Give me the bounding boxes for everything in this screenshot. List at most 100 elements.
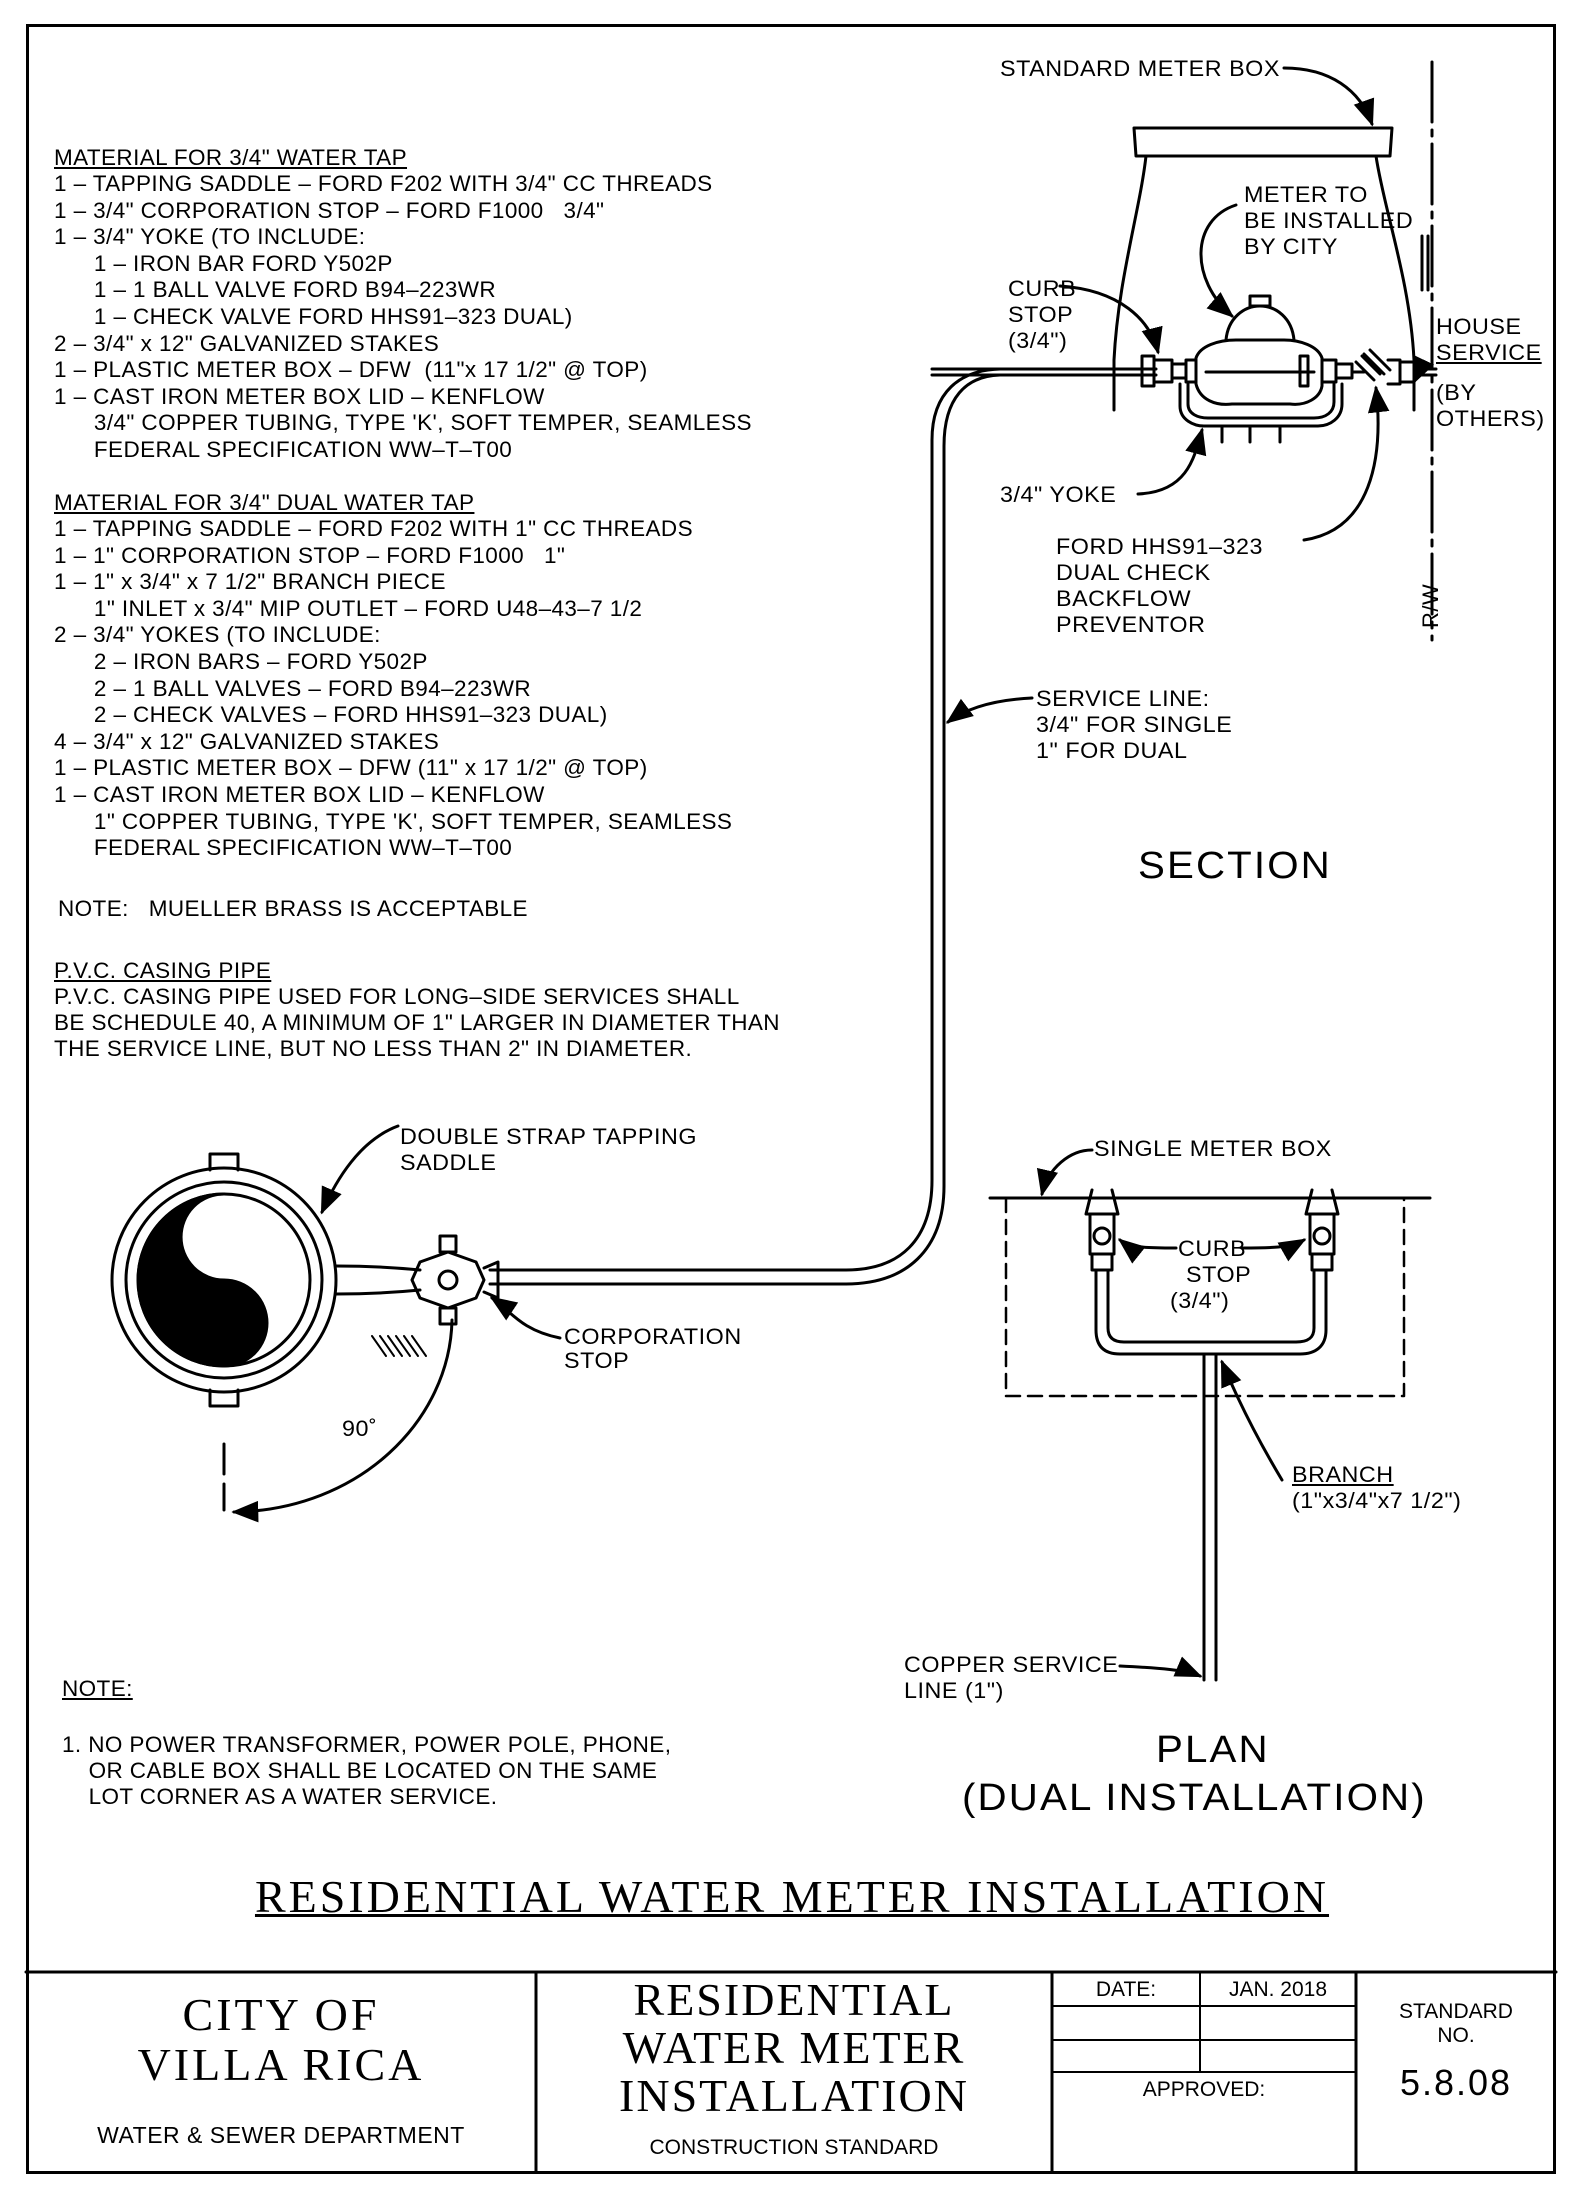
material-item: 1 – PLASTIC METER BOX – DFW (11" x 17 1/… [54,755,648,781]
sheet-title-line3: INSTALLATION [619,2070,969,2121]
pvc-line: THE SERVICE LINE, BUT NO LESS THAN 2" IN… [54,1036,693,1061]
leader-service-line [945,696,1034,724]
material-item: 1 – CAST IRON METER BOX LID – KENFLOW [54,782,545,807]
leader-curb-stop-left [1117,1238,1178,1264]
standard-label-line1: STANDARD [1399,2000,1513,2023]
standard-label-line2: NO. [1437,2024,1475,2047]
callout-curb-stop-line: (3/4") [1008,328,1068,353]
callout-house-service-line: HOUSE [1436,314,1522,339]
label-angle: 90˚ [342,1416,378,1441]
material-item: 1 – TAPPING SADDLE – FORD F202 WITH 3/4"… [54,171,713,196]
callout-standard-meter-box: STANDARD METER BOX [1000,56,1280,81]
callout-plan-curb-stop-line: CURB [1178,1236,1247,1261]
sheet-title-line1: RESIDENTIAL [633,1974,955,2025]
material-item: 3/4" COPPER TUBING, TYPE 'K', SOFT TEMPE… [54,410,752,436]
leader-tapping-saddle [320,1124,400,1215]
material-item: 1" COPPER TUBING, TYPE 'K', SOFT TEMPER,… [54,808,733,834]
callout-house-service-line: SERVICE [1436,340,1542,365]
material-item: 2 – 3/4" x 12" GALVANIZED STAKES [54,330,440,356]
callout-copper-service-line: COPPER SERVICE [904,1652,1119,1677]
title-block-lines [24,1970,1558,2174]
note-line: LOT CORNER AS A WATER SERVICE. [62,1784,498,1809]
callout-corporation-stop-line: STOP [564,1348,630,1373]
date-label: DATE: [1095,1978,1157,2001]
hatch-mark [371,1335,427,1357]
callout-backflow-line: PREVENTOR [1056,612,1206,637]
callout-single-meter-box: SINGLE METER BOX [1094,1136,1332,1161]
callout-corporation-stop-line: CORPORATION [564,1324,742,1349]
material-item: 1 – 3/4" CORPORATION STOP – FORD F1000 3… [54,197,605,223]
drawing-title: RESIDENTIAL WATER METER INSTALLATION [254,1871,1330,1922]
material-item: 1 – 3/4" YOKE (TO INCLUDE: [54,224,366,250]
department-name: WATER & SEWER DEPARTMENT [97,2122,465,2148]
plan-sublabel: (DUAL INSTALLATION) [962,1777,1427,1819]
callout-curb-stop-line: STOP [1008,302,1074,327]
material-dual-heading: MATERIAL FOR 3/4" DUAL WATER TAP [54,490,475,515]
note-mueller: NOTE: MUELLER BRASS IS ACCEPTABLE [58,896,528,921]
material-item: 2 – CHECK VALVES – FORD HHS91–323 DUAL) [54,702,608,728]
callout-backflow-line: DUAL CHECK [1056,560,1211,585]
callout-house-service-line: (BY [1436,380,1477,405]
leader-standard-meter-box [1282,66,1375,127]
standard-number: 5.8.08 [1399,2062,1513,2103]
pvc-line: BE SCHEDULE 40, A MINIMUM OF 1" LARGER I… [54,1010,780,1035]
callout-tapping-saddle-line: SADDLE [400,1150,497,1175]
sheet-subtitle: CONSTRUCTION STANDARD [649,2136,939,2159]
callout-meter-line: METER TO [1244,182,1368,207]
material-item: 1 – CAST IRON METER BOX LID – KENFLOW [54,383,545,409]
leader-single-meter-box [1036,1148,1094,1197]
callout-tapping-saddle-line: DOUBLE STRAP TAPPING [400,1124,697,1149]
material-item: 2 – 1 BALL VALVES – FORD B94–223WR [54,675,532,701]
material-item: 1 – 1" x 3/4" x 7 1/2" BRANCH PIECE [54,569,446,595]
material-item: 2 – 3/4" YOKES (TO INCLUDE: [54,622,381,648]
callout-service-line-line: 3/4" FOR SINGLE [1036,712,1233,737]
material-item: 4 – 3/4" x 12" GALVANIZED STAKES [54,728,440,754]
pvc-line: P.V.C. CASING PIPE USED FOR LONG–SIDE SE… [54,984,740,1009]
leader-copper-service [1118,1656,1203,1678]
material-item: 1 – IRON BAR FORD Y502P [54,250,393,276]
service-line [488,367,1002,1286]
callout-plan-curb-stop-line: STOP [1186,1262,1252,1287]
callout-branch-line: (1"x3/4"x7 1/2") [1292,1488,1462,1513]
leader-curb-stop [1058,284,1163,355]
date-value: JAN. 2018 [1228,1978,1328,2001]
pvc-heading: P.V.C. CASING PIPE [54,958,272,983]
drawing-frame [26,24,1556,2174]
leader-yoke [1136,427,1207,496]
note-line: 1. NO POWER TRANSFORMER, POWER POLE, PHO… [62,1732,672,1757]
material-item: 1 – TAPPING SADDLE – FORD F202 WITH 1" C… [54,516,693,541]
callout-plan-curb-stop-line: (3/4") [1170,1288,1230,1313]
material-item: 1 – CHECK VALVE FORD HHS91–323 DUAL) [54,304,573,329]
material-item: FEDERAL SPECIFICATION WW–T–T00 [54,835,513,861]
corporation-stop [410,1234,500,1326]
section-label: SECTION [1138,845,1332,887]
leader-curb-stop-right [1240,1238,1307,1262]
callout-branch-line: BRANCH [1292,1462,1394,1487]
city-name-line1: CITY OF [182,1989,380,2040]
leader-house-service [1412,355,1435,385]
material-single-heading: MATERIAL FOR 3/4" WATER TAP [54,145,408,170]
leader-backflow [1302,385,1390,542]
callout-service-line-line: 1" FOR DUAL [1036,738,1188,763]
callout-house-service-line: OTHERS) [1436,406,1545,431]
callout-meter-line: BE INSTALLED [1244,208,1414,233]
plan-meter-box [988,1188,1432,1682]
callout-curb-stop-line: CURB [1008,276,1077,301]
approved-label: APPROVED: [1142,2078,1266,2101]
material-item: 1 – PLASTIC METER BOX – DFW (11"x 17 1/2… [54,357,648,383]
material-item: 1" INLET x 3/4" MIP OUTLET – FORD U48–43… [54,595,643,621]
callout-meter-line: BY CITY [1244,234,1339,259]
callout-yoke: 3/4" YOKE [1000,482,1117,507]
sheet-title-line2: WATER METER [622,2022,966,2073]
note-line: OR CABLE BOX SHALL BE LOCATED ON THE SAM… [62,1758,658,1783]
angle-arc [231,1318,454,1523]
material-item: 1 – 1" CORPORATION STOP – FORD F1000 1" [54,542,566,568]
material-item: 2 – IRON BARS – FORD Y502P [54,649,428,674]
city-name-line2: VILLA RICA [137,2039,425,2090]
material-item: FEDERAL SPECIFICATION WW–T–T00 [54,437,513,462]
leader-meter [1199,203,1238,318]
note-heading: NOTE: [62,1676,133,1701]
plan-label: PLAN [1156,1729,1270,1771]
water-main-section [110,1152,422,1408]
